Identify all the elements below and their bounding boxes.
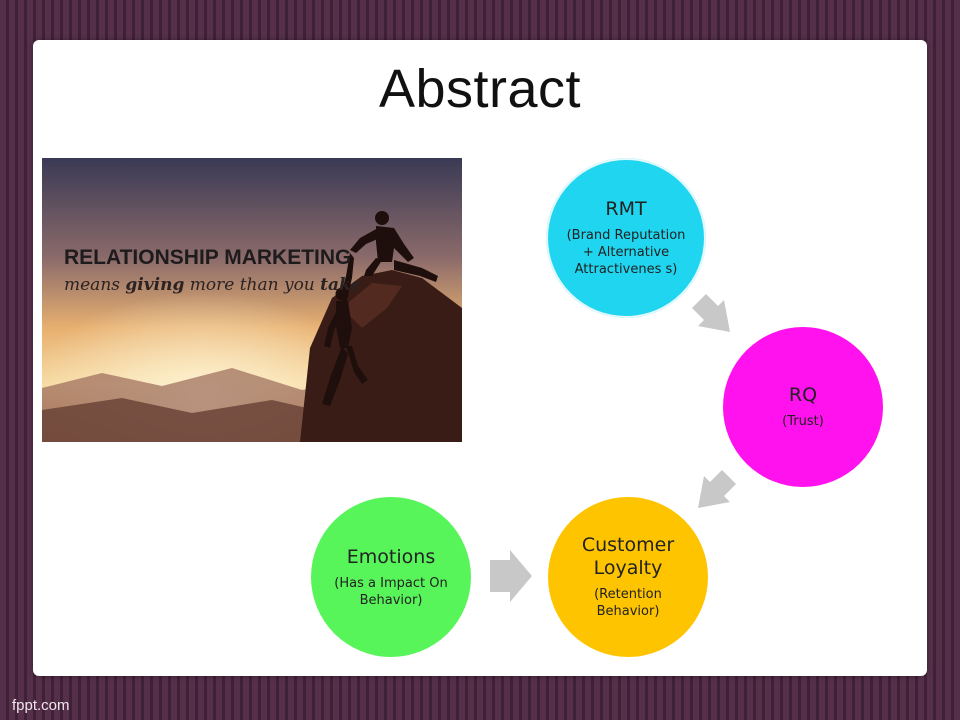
slide-title: Abstract (378, 59, 582, 119)
arrow-rmt-to-rq-icon (692, 294, 730, 332)
image-headline: RELATIONSHIP MARKETING (64, 246, 351, 269)
node-detail: (Has a Impact On Behavior) (334, 575, 448, 608)
relationship-marketing-image: RELATIONSHIP MARKETING means giving more… (42, 158, 462, 442)
node-detail: (Trust) (782, 414, 824, 429)
cycle-node-rmt: RMT (Brand Reputation + Alternative Attr… (546, 158, 706, 318)
arrow-emotions-to-loyalty-icon (490, 550, 532, 602)
node-heading: RMT (605, 198, 647, 220)
node-detail: (Brand Reputation + Alternative Attracti… (566, 228, 686, 277)
node-detail: (Retention Behavior) (594, 587, 662, 619)
node-heading: Emotions (346, 545, 436, 568)
cycle-node-emotions: Emotions (Has a Impact On Behavior) (311, 497, 471, 657)
cycle-node-rq: RQ (Trust) (723, 327, 883, 487)
arrow-rq-to-loyalty-icon (698, 470, 736, 508)
image-tagline: means giving more than you take (64, 275, 362, 295)
node-heading: RQ (788, 384, 818, 406)
footer-brand: fppt.com (12, 697, 70, 714)
cycle-node-customer-loyalty: Customer Loyalty (Retention Behavior) (548, 497, 708, 657)
node-heading: Customer Loyalty (581, 534, 675, 579)
